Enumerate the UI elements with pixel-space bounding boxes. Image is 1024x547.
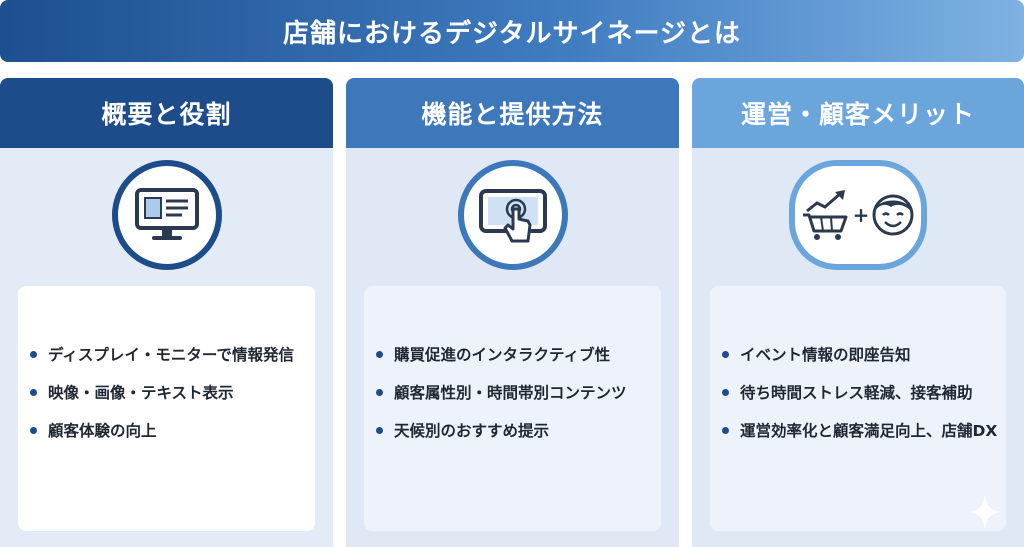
list-item: 映像・画像・テキスト表示 (28, 382, 307, 404)
list-item: 顧客属性別・時間帯別コンテンツ (374, 382, 653, 404)
card-list-functions: 購買促進のインタラクティブ性 顧客属性別・時間帯別コンテンツ 天候別のおすすめ提… (364, 286, 661, 531)
card-list-benefits: イベント情報の即座告知 待ち時間ストレス軽減、接客補助 運営効率化と顧客満足向上… (710, 286, 1006, 531)
monitor-icon-badge (111, 160, 222, 270)
list-item: 運営効率化と顧客満足向上、店舗DX (720, 420, 998, 442)
list-item: 顧客体験の向上 (28, 420, 307, 442)
monitor-icon (134, 188, 199, 240)
list-item: ディスプレイ・モニターで情報発信 (28, 344, 307, 366)
sparkle-icon (968, 495, 1002, 529)
plus-sign: + (852, 203, 870, 227)
card-overview: 概要と役割 ディスプレイ・モニターで情報発信 映像・画像・テキスト表示 顧客体験… (0, 78, 333, 547)
touch-tablet-icon (478, 189, 547, 243)
card-title: 機能と提供方法 (421, 100, 604, 129)
page-title-banner: 店舗におけるデジタルサイネージとは (0, 0, 1024, 62)
card-title: 概要と役割 (101, 100, 232, 129)
list-item: イベント情報の即座告知 (720, 344, 998, 366)
card-list-overview: ディスプレイ・モニターで情報発信 映像・画像・テキスト表示 顧客体験の向上 (18, 286, 315, 531)
card-title: 運営・顧客メリット (740, 100, 975, 129)
list-item: 天候別のおすすめ提示 (374, 420, 653, 442)
card-benefits: 運営・顧客メリット + イベント情報の即座告知 待ち時間ストレス軽減、接客補助 … (692, 78, 1024, 547)
cart-customer-icon-badge: + (789, 160, 927, 270)
card-header-overview: 概要と役割 (0, 78, 333, 148)
card-header-benefits: 運営・顧客メリット (692, 78, 1024, 148)
card-header-functions: 機能と提供方法 (346, 78, 679, 148)
smiling-customer-icon (872, 194, 914, 236)
list-item: 購買促進のインタラクティブ性 (374, 344, 653, 366)
list-item: 待ち時間ストレス軽減、接客補助 (720, 382, 998, 404)
shopping-cart-growth-icon (802, 190, 848, 240)
touch-tablet-icon-badge (457, 160, 568, 270)
card-functions: 機能と提供方法 購買促進のインタラクティブ性 顧客属性別・時間帯別コンテンツ 天… (346, 78, 679, 547)
page-title: 店舗におけるデジタルサイネージとは (283, 18, 741, 49)
